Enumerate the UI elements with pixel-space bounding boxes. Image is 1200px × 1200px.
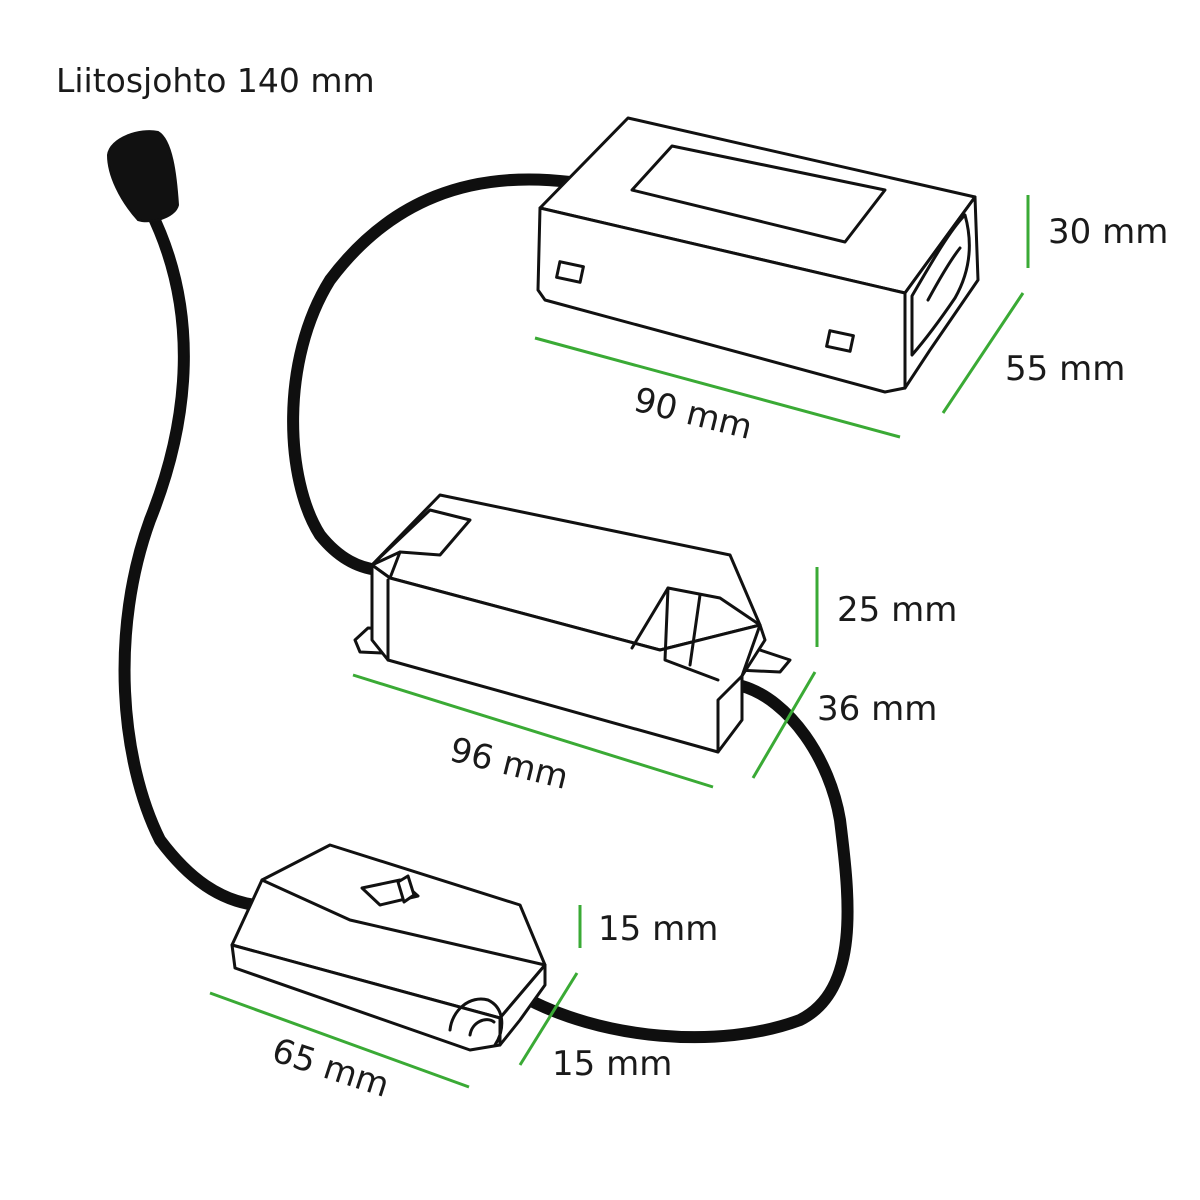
middle-unit-depth-label: 36 mm <box>817 689 937 729</box>
dim-middle-depth-line <box>751 671 817 779</box>
dim-bottom-depth-line <box>518 972 579 1066</box>
dim-top-depth-line <box>941 292 1025 414</box>
top-unit-depth-label: 55 mm <box>1005 349 1125 389</box>
plug-connector-icon <box>106 130 180 223</box>
diagram-title: Liitosjohto 140 mm <box>56 61 375 100</box>
middle-unit-height-label: 25 mm <box>837 590 957 630</box>
top-unit-height-label: 30 mm <box>1048 212 1168 252</box>
cable-middle-to-bottom-unit <box>514 680 854 1044</box>
cable-middle-to-top-unit <box>287 173 576 576</box>
middle-unit-length-label: 96 mm <box>446 730 572 798</box>
dim-middle-length-line <box>352 673 714 789</box>
bottom-unit-height-label: 15 mm <box>598 909 718 949</box>
bottom-unit <box>230 843 547 1052</box>
top-unit <box>536 116 980 394</box>
dimension-lines <box>209 195 1030 1089</box>
bottom-unit-length-label: 65 mm <box>267 1031 394 1106</box>
middle-unit <box>353 493 792 754</box>
top-unit-length-label: 90 mm <box>630 380 756 448</box>
dim-bottom-length-line <box>209 991 470 1089</box>
cables <box>118 173 854 1044</box>
bottom-unit-depth-label: 15 mm <box>552 1044 672 1084</box>
cable-plug-to-bottom-unit <box>118 204 261 911</box>
dim-top-length-line <box>534 336 901 439</box>
